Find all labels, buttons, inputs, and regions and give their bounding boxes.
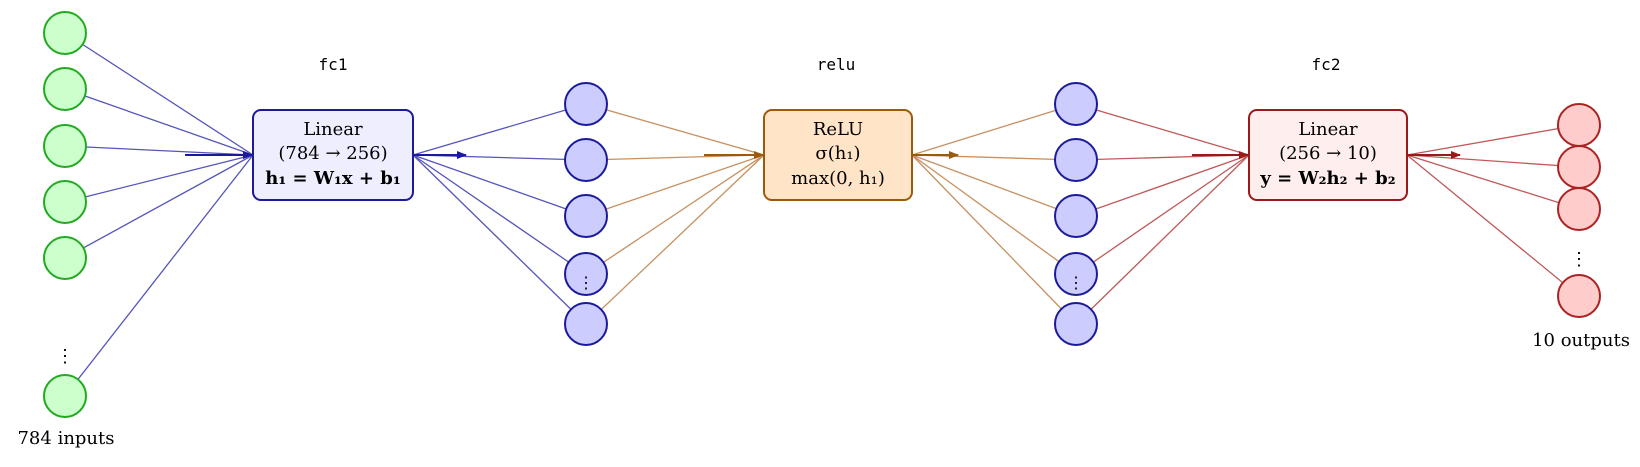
fc2-dimensions: (256 → 10) [1279, 143, 1377, 164]
edge-fc1-hidden1-2 [412, 154, 587, 217]
hidden1-ellipsis: ⋮ [578, 273, 594, 292]
edge-fc2-output-1 [1406, 154, 1580, 168]
edge-fc1-hidden1-4 [412, 154, 587, 325]
edge-relu-hidden2-0 [911, 103, 1077, 156]
neuron-nodes [43, 11, 1601, 418]
relu-sigma: σ(h₁) [815, 143, 860, 164]
edge-relu-hidden2-3 [911, 154, 1077, 275]
connection-edges [64, 32, 1580, 397]
hidden2-neuron-2 [1054, 194, 1098, 238]
fc1-box [252, 109, 414, 201]
edge-input-0-fc1 [64, 32, 254, 156]
edge-fc2-output-3 [1406, 154, 1580, 297]
relu-box [763, 109, 913, 201]
relu-max: max(0, h₁) [791, 168, 885, 189]
edge-hidden2-0-fc2 [1075, 103, 1250, 156]
output-neuron-1 [1557, 145, 1601, 189]
hidden1-neuron-0 [564, 82, 608, 126]
inputs-caption: 784 inputs [17, 428, 114, 449]
edge-input-1-fc1 [64, 88, 254, 156]
relu-title: ReLU [813, 119, 863, 140]
output-neuron-2 [1557, 187, 1601, 231]
hidden2-neuron-3 [1054, 252, 1098, 296]
fc2-layer: fc2 Linear (256 → 10) y = W₂h₂ + b₂ [1248, 55, 1408, 201]
relu-tag: relu [817, 55, 856, 74]
relu-layer: relu ReLU σ(h₁) max(0, h₁) [763, 55, 913, 201]
edge-hidden1-4-relu [585, 154, 765, 325]
edge-hidden2-2-fc2 [1075, 154, 1250, 217]
edge-input-5-fc1 [64, 154, 254, 397]
hidden1-neuron-4 [564, 302, 608, 346]
hidden1-neuron-1 [564, 138, 608, 182]
edge-relu-hidden2-4 [911, 154, 1077, 325]
input-neuron-1 [43, 67, 87, 111]
hidden1-neuron-3 [564, 252, 608, 296]
fc2-tag: fc2 [1312, 55, 1341, 74]
edge-fc1-hidden1-0 [412, 103, 587, 156]
edge-fc1-hidden1-3 [412, 154, 587, 275]
output-neuron-3 [1557, 274, 1601, 318]
edge-hidden1-3-relu [585, 154, 765, 275]
edge-input-4-fc1 [64, 154, 254, 259]
input-neuron-5 [43, 374, 87, 418]
outputs-caption: 10 outputs [1532, 330, 1630, 351]
fc1-layer: fc1 Linear (784 → 256) h₁ = W₁x + b₁ [252, 55, 414, 201]
edge-fc2-output-2 [1406, 154, 1580, 210]
outputs-ellipsis: ⋮ [1570, 249, 1588, 270]
edge-input-2-fc1 [64, 145, 254, 156]
inputs-ellipsis: ⋮ [56, 346, 74, 367]
hidden1-neuron-2 [564, 194, 608, 238]
edge-hidden1-2-relu [585, 154, 765, 217]
edge-input-3-fc1 [64, 154, 254, 203]
hidden2-neuron-0 [1054, 82, 1098, 126]
fc2-equation: y = W₂h₂ + b₂ [1259, 168, 1395, 189]
input-neuron-3 [43, 180, 87, 224]
edge-hidden2-3-fc2 [1075, 154, 1250, 275]
fc1-title: Linear [303, 119, 363, 140]
hidden2-neuron-1 [1054, 138, 1098, 182]
input-neuron-2 [43, 124, 87, 168]
hidden2-ellipsis: ⋮ [1068, 273, 1084, 292]
edge-hidden2-4-fc2 [1075, 154, 1250, 325]
input-neuron-4 [43, 236, 87, 280]
fc2-title: Linear [1298, 119, 1358, 140]
edge-hidden1-0-relu [585, 103, 765, 156]
input-neuron-0 [43, 11, 87, 55]
fc1-tag: fc1 [319, 55, 348, 74]
fc1-dimensions: (784 → 256) [278, 143, 387, 164]
edge-fc2-output-0 [1406, 124, 1580, 156]
output-neuron-0 [1557, 103, 1601, 147]
hidden2-neuron-4 [1054, 302, 1098, 346]
edge-relu-hidden2-2 [911, 154, 1077, 217]
fc1-equation: h₁ = W₁x + b₁ [265, 168, 401, 189]
fc2-box [1248, 109, 1408, 201]
